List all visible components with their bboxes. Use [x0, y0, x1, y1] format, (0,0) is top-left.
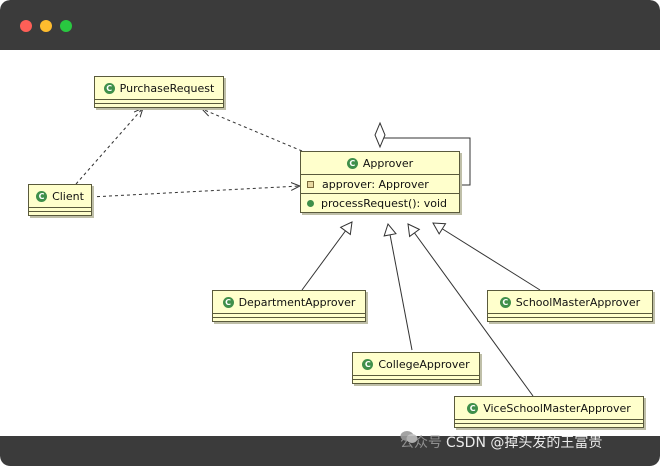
class-departmentapprover[interactable]: C DepartmentApprover: [212, 290, 366, 322]
title-bar: [0, 0, 660, 50]
approver-to-purchaserequest-dependency: [202, 109, 303, 152]
operations-compartment: [95, 103, 223, 107]
class-client[interactable]: C Client: [28, 184, 92, 216]
attributes-compartment: [353, 375, 479, 379]
class-icon: C: [362, 358, 374, 370]
class-name: Client: [52, 189, 84, 203]
class-name: Approver: [362, 156, 414, 170]
viceschoolmasterapprover-generalization: [407, 223, 534, 397]
class-name: ViceSchoolMasterApprover: [483, 401, 631, 415]
uml-relations: [75, 50, 541, 397]
class-icon: C: [499, 296, 511, 308]
operations-compartment: [488, 317, 652, 321]
bottom-bar: [0, 436, 660, 466]
maximize-window-button[interactable]: [60, 20, 72, 32]
field-icon: [307, 180, 314, 188]
uml-diagram-canvas: C PurchaseRequest C Client C Approver ap…: [0, 50, 660, 436]
class-name: DepartmentApprover: [238, 295, 356, 309]
wechat-icon: [400, 431, 418, 443]
class-header: C Client: [29, 185, 91, 207]
method-label: processRequest(): void: [321, 196, 448, 210]
class-header: C Approver: [301, 152, 459, 174]
aggregation-diamond: [374, 121, 386, 149]
class-icon: C: [346, 157, 358, 169]
class-name: CollegeApprover: [378, 357, 470, 371]
class-icon: C: [222, 296, 234, 308]
client-to-purchaserequest-dependency: [75, 108, 143, 185]
close-window-button[interactable]: [20, 20, 32, 32]
schoolmasterapprover-generalization: [432, 222, 541, 291]
approver-method: processRequest(): void: [301, 193, 459, 212]
class-schoolmasterapprover[interactable]: C SchoolMasterApprover: [487, 290, 653, 322]
collegeapprover-generalization: [383, 222, 413, 351]
class-header: C CollegeApprover: [353, 353, 479, 375]
operations-compartment: [213, 317, 365, 321]
class-purchaserequest[interactable]: C PurchaseRequest: [94, 76, 224, 108]
operations-compartment: [353, 379, 479, 383]
class-collegeapprover[interactable]: C CollegeApprover: [352, 352, 480, 384]
operations-compartment: [29, 211, 91, 215]
class-header: C PurchaseRequest: [95, 77, 223, 99]
watermark: 公众号 CSDN @掉头发的王富贵: [400, 430, 602, 454]
class-viceschoolmasterapprover[interactable]: C ViceSchoolMasterApprover: [454, 396, 644, 428]
departmentapprover-generalization: [301, 221, 353, 291]
class-header: C DepartmentApprover: [213, 291, 365, 313]
minimize-window-button[interactable]: [40, 20, 52, 32]
class-header: C ViceSchoolMasterApprover: [455, 397, 643, 419]
attributes-compartment: [213, 313, 365, 317]
field-label: approver: Approver: [322, 177, 429, 191]
class-name: PurchaseRequest: [119, 81, 215, 95]
class-header: C SchoolMasterApprover: [488, 291, 652, 313]
attributes-compartment: [29, 207, 91, 211]
attributes-compartment: [455, 419, 643, 423]
client-to-approver-dependency: [90, 186, 300, 198]
class-icon: C: [36, 190, 48, 202]
attributes-compartment: [488, 313, 652, 317]
method-icon: [307, 199, 314, 207]
class-icon: C: [103, 82, 115, 94]
approver-field: approver: Approver: [301, 174, 459, 193]
operations-compartment: [455, 423, 643, 427]
watermark-text: CSDN @掉头发的王富贵: [446, 435, 603, 451]
class-approver[interactable]: C Approver approver: Approver processReq…: [300, 151, 460, 213]
attributes-compartment: [95, 99, 223, 103]
class-icon: C: [467, 402, 479, 414]
class-name: SchoolMasterApprover: [515, 295, 641, 309]
